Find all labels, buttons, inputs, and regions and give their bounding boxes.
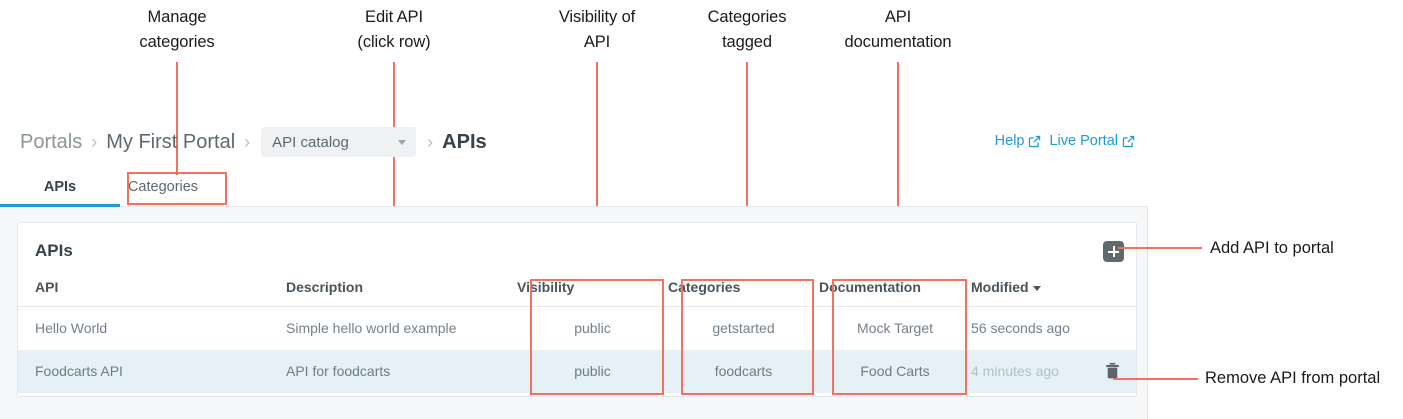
cell-categories: getstarted: [668, 306, 819, 350]
live-portal-link-label: Live Portal: [1049, 133, 1118, 149]
column-header-visibility[interactable]: Visibility: [517, 279, 668, 307]
help-link[interactable]: Help: [995, 133, 1042, 149]
live-portal-link[interactable]: Live Portal: [1049, 133, 1135, 149]
table-row[interactable]: Foodcarts API API for foodcarts public f…: [18, 349, 1136, 393]
breadcrumb: Portals › My First Portal › API catalog …: [20, 126, 487, 158]
leader-line-visibility: [596, 62, 598, 281]
column-header-modified-label: Modified: [971, 279, 1029, 295]
add-api-button[interactable]: [1103, 241, 1124, 262]
delete-api-button[interactable]: [1105, 362, 1120, 380]
cell-categories: foodcarts: [668, 349, 819, 393]
cell-api: Foodcarts API: [18, 349, 286, 393]
plus-icon: [1112, 246, 1115, 257]
card-title: APIs: [35, 241, 73, 260]
leader-line-categories: [746, 62, 748, 281]
tab-categories[interactable]: Categories: [127, 179, 199, 195]
sort-descending-icon: [1032, 285, 1041, 291]
breadcrumb-separator-icon: ›: [244, 131, 251, 152]
callout-label-manage-categories: Manage categories: [139, 8, 215, 51]
cell-visibility: public: [517, 349, 668, 393]
cell-documentation: Mock Target: [819, 306, 971, 350]
callout-label-visibility-of-api: Visibility of API: [558, 8, 636, 51]
callout-label-api-documentation: API documentation: [844, 8, 952, 51]
cell-modified: 56 seconds ago: [971, 306, 1136, 350]
breadcrumb-portals[interactable]: Portals: [20, 130, 83, 153]
callout-label-categories-tagged: Categories tagged: [707, 8, 787, 51]
external-link-icon: [1122, 135, 1135, 148]
column-header-categories[interactable]: Categories: [668, 279, 819, 307]
cell-modified: 4 minutes ago: [971, 363, 1059, 379]
cell-description: API for foodcarts: [286, 349, 517, 393]
callout-label-add-api-to-portal: Add API to portal: [1210, 239, 1334, 257]
breadcrumb-separator-icon: ›: [427, 131, 434, 152]
apis-card: APIs API Description Visibility Categori…: [17, 222, 1137, 397]
catalog-select[interactable]: API catalog: [261, 127, 417, 157]
cell-documentation: Food Carts: [819, 349, 971, 393]
column-header-api[interactable]: API: [18, 279, 286, 307]
header-links: Help Live Portal: [995, 133, 1135, 149]
column-header-description[interactable]: Description: [286, 279, 517, 307]
breadcrumb-current: APIs: [442, 130, 487, 153]
leader-line-documentation: [897, 62, 899, 281]
external-link-icon: [1028, 135, 1041, 148]
cell-modified-with-delete: 4 minutes ago: [971, 349, 1136, 393]
catalog-select-value: API catalog: [272, 133, 349, 151]
breadcrumb-portal-name[interactable]: My First Portal: [106, 130, 236, 153]
apis-table: API Description Visibility Categories Do…: [18, 279, 1136, 393]
leader-line-remove-api: [1113, 378, 1198, 380]
tab-bar: APIs Categories: [0, 171, 1148, 207]
callout-label-edit-api: Edit API (click row): [357, 8, 431, 51]
column-header-modified[interactable]: Modified: [971, 279, 1136, 307]
breadcrumb-separator-icon: ›: [91, 131, 98, 152]
help-link-label: Help: [994, 133, 1025, 149]
cell-visibility: public: [517, 306, 668, 350]
table-row[interactable]: Hello World Simple hello world example p…: [18, 306, 1136, 350]
cell-api: Hello World: [18, 306, 286, 350]
column-header-documentation[interactable]: Documentation: [819, 279, 971, 307]
leader-line-add-api: [1118, 247, 1202, 249]
cell-description: Simple hello world example: [286, 306, 517, 350]
table-header-row: API Description Visibility Categories Do…: [18, 279, 1136, 307]
callout-label-remove-api-from-portal: Remove API from portal: [1205, 369, 1381, 387]
tab-apis[interactable]: APIs: [0, 179, 120, 207]
leader-line-manage-categories: [176, 62, 178, 175]
chevron-down-icon: [398, 139, 407, 145]
